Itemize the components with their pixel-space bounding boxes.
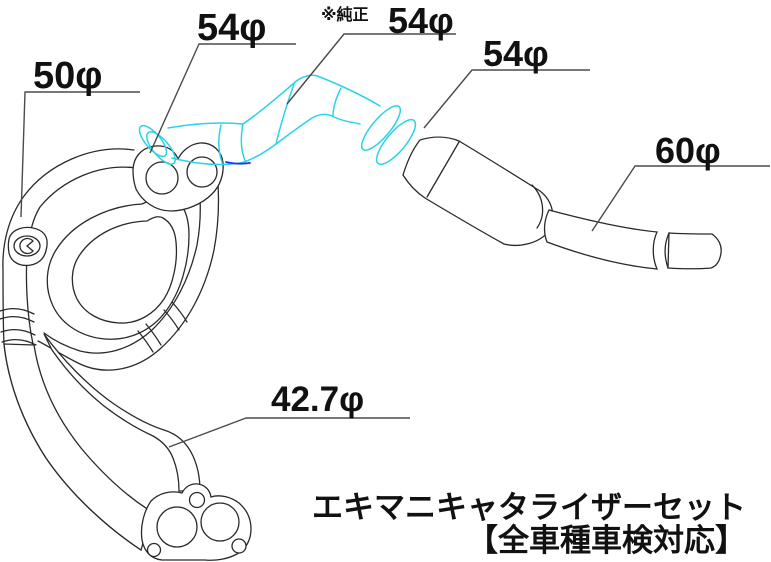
- oem-pipe-seam: [240, 123, 247, 164]
- tail-pipe: [543, 209, 659, 270]
- dim-label-front-pipe: 54φ: [197, 7, 266, 49]
- flange-port: [200, 502, 240, 542]
- caption: エキマニキャタライザーセット 【全車種車検対応】: [312, 490, 746, 558]
- caption-line2: 【全車種車検対応】: [467, 523, 746, 558]
- loop-joint-seam: [171, 301, 188, 323]
- inner-loop-outer-line: [46, 197, 190, 340]
- catalyzer-body: [402, 136, 554, 247]
- tail-pipe-end: [667, 232, 722, 270]
- catalyzer-end-face: [426, 141, 460, 198]
- flange-port: [156, 506, 198, 548]
- flange-bolt-hole: [188, 491, 206, 509]
- oem-inlet-collar: [138, 124, 176, 165]
- runner-inner-right-line: [43, 167, 201, 354]
- downpipe-collar: [0, 307, 37, 346]
- collector-flange: [132, 142, 224, 212]
- dim-label-tail-pipe: 60φ: [655, 130, 721, 171]
- leader-lines: [20, 33, 770, 448]
- leader-cat-inlet: [423, 69, 590, 129]
- dim-label-cat-inlet-pipe: 54φ: [483, 33, 549, 74]
- loop-joint-seam: [163, 309, 180, 331]
- loop-joint-seam: [137, 330, 154, 353]
- leader-oem-pipe: [286, 33, 456, 105]
- oem-pipe-seam: [332, 87, 342, 117]
- left-downpipe: [3, 343, 153, 552]
- oem-pipe-bottom-edge: [171, 113, 361, 166]
- flange-bolt-hole: [231, 538, 247, 554]
- tail-pipe-slip-ring: [664, 232, 670, 269]
- runner-outer-right-line: [37, 151, 220, 371]
- catalyzer-end-seam: [531, 184, 544, 229]
- manifold-headers: [0, 142, 252, 561]
- o2-sensor-port: [19, 237, 34, 255]
- dimension-labels: 50φ 54φ ※純正 54φ 54φ 60φ 42.7φ: [33, 0, 721, 419]
- oem-outlet-collar: [360, 105, 417, 166]
- catalyzer-assembly: [402, 136, 722, 270]
- dim-label-oem-pipe: 54φ: [388, 0, 454, 41]
- bottom-flange: [140, 483, 252, 561]
- leader-tail-pipe: [591, 165, 770, 232]
- collector-port: [145, 161, 179, 195]
- leader-downpipe: [168, 417, 410, 448]
- o2-sensor-boss: [7, 226, 48, 267]
- caption-line1: エキマニキャタライザーセット: [312, 490, 746, 525]
- oem-pipe-seam: [275, 83, 295, 145]
- dim-label-collector-pipe: 50φ: [33, 55, 102, 97]
- flange-bolt-hole: [146, 542, 162, 558]
- leader-collector-pipe: [20, 91, 140, 218]
- dim-label-downpipe: 42.7φ: [271, 380, 364, 419]
- oem-pipe-top-edge: [167, 74, 381, 129]
- loop-joint-seam: [145, 323, 162, 346]
- oem-pipe-blue-seam: [225, 161, 251, 165]
- oem-pipe-seam: [218, 124, 223, 163]
- leader-front-pipe: [149, 43, 296, 154]
- inner-loop-inner-line: [71, 216, 178, 324]
- oem-pipe-highlight: [138, 74, 381, 166]
- dim-label-oem-note: ※純正: [321, 5, 369, 24]
